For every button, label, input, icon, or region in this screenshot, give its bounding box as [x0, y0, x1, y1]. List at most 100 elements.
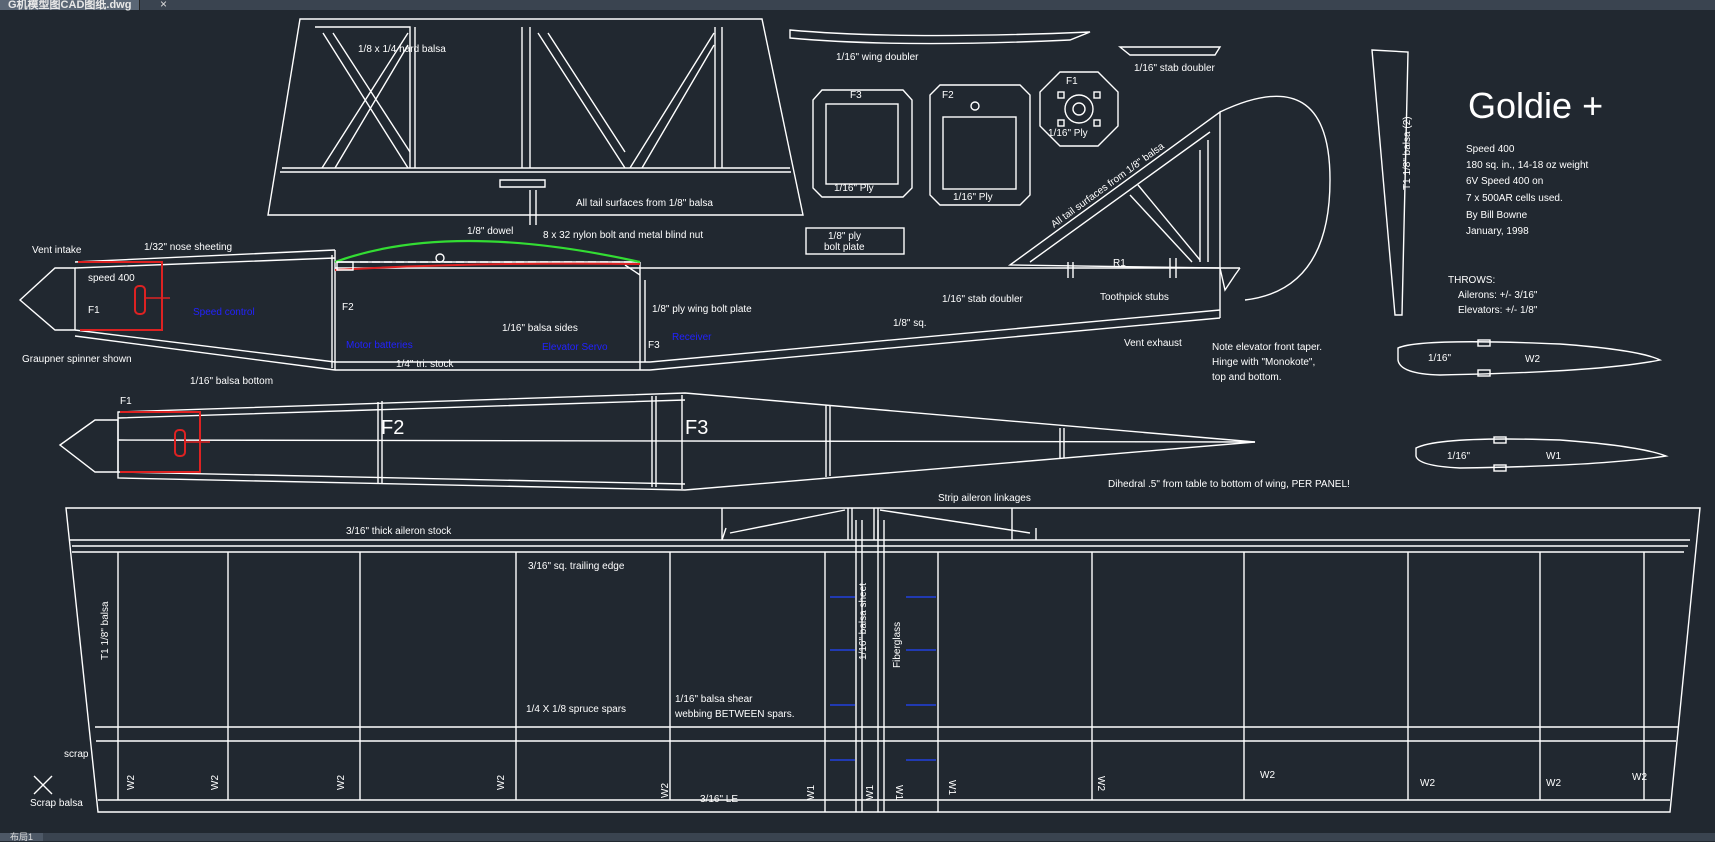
toothpick-label: Toothpick stubs	[1100, 292, 1169, 303]
w2-label-6: W2	[1095, 776, 1106, 791]
hard-balsa-label: 1/8 x 1/4 hard balsa	[358, 44, 446, 55]
bolt-plate: 1/8" ply bolt plate	[805, 227, 905, 255]
w2-sixteenth-label: 1/16"	[1428, 353, 1451, 364]
w1-label-4: W1	[946, 780, 957, 795]
w1-label-2: W1	[865, 785, 876, 800]
le-label: 3/16" LE	[700, 794, 738, 805]
layout-tab-label: 布局1	[10, 832, 34, 842]
speed-400-label: speed 400	[88, 273, 135, 284]
f2-label: F2	[942, 90, 954, 101]
dowel-label: 1/8" dowel	[467, 226, 513, 237]
r1-label: R1	[1113, 258, 1126, 269]
elevator-note: Note elevator front taper. Hinge with "M…	[1212, 342, 1322, 383]
f3-side-label: F3	[648, 340, 660, 351]
nylon-bolt-label: 8 x 32 nylon bolt and metal blind nut	[543, 230, 703, 241]
wing-bolt-plate-label: 1/8" ply wing bolt plate	[652, 304, 752, 315]
nose-sheeting-label: 1/32" nose sheeting	[144, 242, 232, 253]
f3-ply-label: 1/16" Ply	[834, 183, 874, 194]
w2-label-7: W2	[1260, 770, 1275, 781]
elevator-servo-label: Elevator Servo	[542, 342, 608, 353]
w2-label-10: W2	[1632, 772, 1647, 783]
t1-wing-label: T1 1/8" balsa	[100, 601, 111, 660]
bolt-plate-label: bolt plate	[824, 242, 865, 253]
file-tab-label: G机模型图CAD图纸.dwg	[8, 0, 132, 11]
ply-bolt-plate-label: 1/8" ply	[828, 231, 861, 242]
balsa-bottom-label: 1/16" balsa bottom	[190, 376, 273, 387]
w1-airfoil-label: W1	[1546, 451, 1561, 462]
drawing-title: Goldie +	[1468, 85, 1603, 126]
speed-control-label: Speed control	[193, 307, 255, 318]
throws-ailerons: Ailerons: +/- 3/16"	[1458, 290, 1538, 301]
spec-line-2: 180 sq. in., 14-18 oz weight	[1466, 160, 1589, 171]
t1-piece: T1 1/8" balsa (2)	[1371, 49, 1413, 316]
f1-top-label: F1	[120, 396, 132, 407]
w2-label-4: W2	[496, 775, 507, 790]
w1-label-3: W1	[893, 785, 904, 800]
f1-side-label: F1	[88, 305, 100, 316]
w2-airfoil-label: W2	[1525, 354, 1540, 365]
fiberglass-label: Fiberglass	[892, 622, 903, 668]
title-block: Goldie + Speed 400 180 sq. in., 14-18 oz…	[1448, 85, 1603, 316]
aileron-stock-label: 3/16" thick aileron stock	[346, 526, 452, 537]
scrap-label: scrap	[64, 749, 89, 760]
w1-label-1: W1	[806, 785, 817, 800]
vent-intake-label: Vent intake	[32, 245, 82, 256]
vent-exhaust-label: Vent exhaust	[1124, 338, 1182, 349]
cad-drawing: 1/8 x 1/4 hard balsa All tail surfaces f…	[18, 18, 1701, 813]
close-icon[interactable]: ×	[160, 0, 168, 11]
f2-ply-label: 1/16" Ply	[953, 192, 993, 203]
f2-top-label: F2	[381, 417, 404, 439]
formers: F3 1/16" Ply F2 1/16" Ply F1 1/16" Ply	[812, 71, 1119, 206]
fuselage-top: F1 F2 F3	[58, 392, 1256, 491]
throws-elevators: Elevators: +/- 1/8"	[1458, 305, 1538, 316]
wing-plan: Strip aileron linkages 3/16" thick ailer…	[30, 493, 1701, 813]
title-bar: G机模型图CAD图纸.dwg ×	[0, 0, 1715, 11]
spec-line-1: Speed 400	[1466, 144, 1515, 155]
receiver-label: Receiver	[672, 332, 712, 343]
spec-line-4: 7 x 500AR cells used.	[1466, 193, 1563, 204]
stab-doubler-top-label: 1/16" stab doubler	[1134, 63, 1216, 74]
w2-label-1: W2	[126, 775, 137, 790]
t1-side-label: T1 1/8" balsa (2)	[1402, 116, 1413, 190]
shear-webbing-line-1: 1/16" balsa shear	[675, 694, 753, 705]
w2-label-5: W2	[660, 783, 671, 798]
f1-former-label: F1	[1066, 76, 1078, 87]
trailing-edge-label: 3/16" sq. trailing edge	[528, 561, 625, 572]
tri-stock-label: 1/4" tri. stock	[396, 359, 454, 370]
eighth-sq-label: 1/8" sq.	[893, 318, 927, 329]
file-tab[interactable]: G机模型图CAD图纸.dwg	[0, 0, 141, 11]
graupner-label: Graupner spinner shown	[22, 354, 132, 365]
status-bar	[0, 833, 1715, 841]
stab-doubler-label: 1/16" stab doubler	[942, 294, 1024, 305]
elevator-note-line-2: Hinge with "Monokote",	[1212, 357, 1315, 368]
motor-batteries-label: Motor batteries	[346, 340, 413, 351]
tail-surfaces-diag-label: All tail surfaces from 1/8" balsa	[1049, 141, 1167, 231]
throws-title: THROWS:	[1448, 275, 1495, 286]
tail-surfaces-label: All tail surfaces from 1/8" balsa	[576, 198, 713, 209]
w2-label-2: W2	[210, 775, 221, 790]
layout-tab[interactable]: 布局1	[0, 832, 44, 842]
w2-label-9: W2	[1546, 778, 1561, 789]
w1-sixteenth-label: 1/16"	[1447, 451, 1470, 462]
w2-label-8: W2	[1420, 778, 1435, 789]
f3-top-label: F3	[685, 417, 708, 439]
wing-doubler-label: 1/16" wing doubler	[836, 52, 919, 63]
f2-side-label: F2	[342, 302, 354, 313]
strip-aileron-label: Strip aileron linkages	[938, 493, 1031, 504]
airfoils: 1/16" W2 1/16" W1	[1397, 339, 1669, 472]
spec-line-6: January, 1998	[1466, 226, 1529, 237]
f3-label: F3	[850, 90, 862, 101]
drawing-canvas[interactable]: 1/8 x 1/4 hard balsa All tail surfaces f…	[0, 10, 1715, 833]
w2-label-3: W2	[336, 775, 347, 790]
balsa-sides-label: 1/16" balsa sides	[502, 323, 578, 334]
spec-line-3: 6V Speed 400 on	[1466, 176, 1543, 187]
shear-webbing-line-2: webbing BETWEEN spars.	[674, 709, 795, 720]
balsa-sheet-label: 1/16" balsa sheet	[858, 583, 869, 660]
spec-line-5: By Bill Bowne	[1466, 210, 1528, 221]
f1-ply-label: 1/16" Ply	[1048, 128, 1088, 139]
doublers: 1/16" wing doubler 1/16" stab doubler	[789, 29, 1222, 74]
scrap-balsa-label: Scrap balsa	[30, 798, 83, 809]
fuselage-side: Vent intake 1/32" nose sheeting speed 40…	[18, 95, 1331, 387]
fin-drawing: 1/8 x 1/4 hard balsa All tail surfaces f…	[267, 18, 804, 225]
dihedral-label: Dihedral .5" from table to bottom of win…	[1108, 479, 1350, 490]
